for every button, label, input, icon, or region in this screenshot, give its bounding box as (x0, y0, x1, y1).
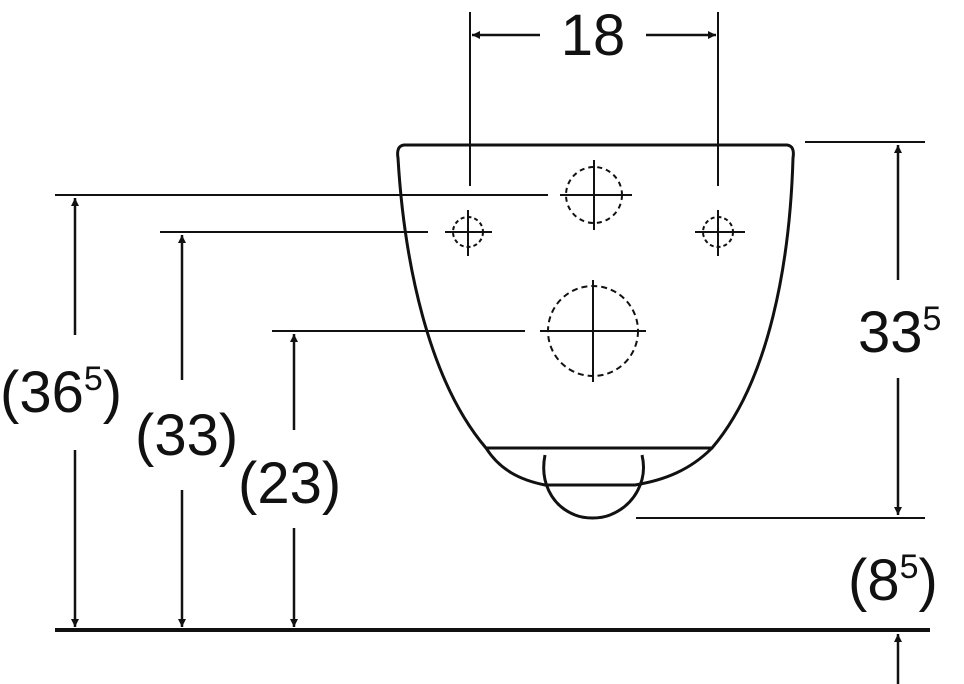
label-left-mid: (33) (135, 403, 238, 468)
fixing-hole-left (445, 210, 492, 256)
dimension-lines (71, 31, 902, 684)
label-left-outer: (365) (0, 360, 122, 425)
label-right-height: 335 (858, 300, 941, 365)
label-right-bottom: (85) (848, 548, 938, 613)
wc-body (396, 143, 795, 520)
label-left-inner: (23) (238, 451, 341, 516)
water-inlet-hole (560, 160, 632, 230)
fixing-hole-right (695, 210, 745, 256)
extension-lines (55, 12, 925, 519)
label-top-width: 18 (561, 3, 626, 68)
waste-outlet-hole (540, 280, 646, 382)
